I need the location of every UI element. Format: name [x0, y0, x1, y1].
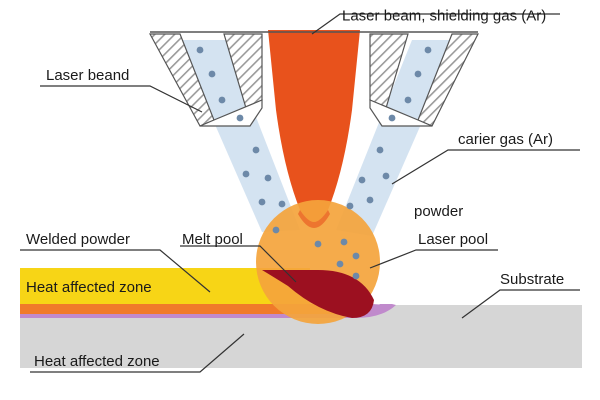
powder-dot	[236, 114, 244, 122]
label-heat-affected-zone-top: Heat affected zone	[26, 279, 152, 296]
powder-dot	[366, 196, 374, 204]
label-heat-affected-zone-bottom: Heat affected zone	[34, 353, 160, 370]
label-laser-pool: Laser pool	[418, 231, 488, 248]
powder-dot	[278, 200, 286, 208]
label-welded-powder: Welded powder	[26, 231, 130, 248]
label-laser-beam-gas: Laser beam, shielding gas (Ar)	[342, 7, 546, 24]
powder-dot	[358, 176, 366, 184]
powder-particles	[196, 46, 432, 280]
leader-laser-pool	[369, 249, 498, 269]
powder-dot	[424, 46, 432, 54]
powder-dot	[258, 198, 266, 206]
powder-dot	[242, 170, 250, 178]
leader-carrier-gas	[391, 149, 580, 185]
powder-dot	[252, 146, 260, 154]
powder-dot	[272, 226, 280, 234]
substrate	[20, 305, 582, 368]
leader-laser-beam-gas	[311, 13, 560, 35]
powder-dot	[314, 240, 322, 248]
powder-dot	[336, 260, 344, 268]
powder-dot	[414, 70, 422, 78]
powder-dot	[264, 174, 272, 182]
powder-dot	[404, 96, 412, 104]
label-powder: powder	[414, 203, 463, 220]
leader-heat-affected-zone-bottom	[30, 333, 245, 373]
powder-dot	[218, 96, 226, 104]
powder-dot	[208, 70, 216, 78]
label-substrate: Substrate	[500, 271, 564, 288]
powder-dot	[376, 146, 384, 154]
label-carrier-gas: carier gas (Ar)	[458, 131, 553, 148]
powder-dot	[340, 238, 348, 246]
nozzle-right-tip	[369, 99, 433, 127]
laser-beam	[268, 30, 360, 222]
leader-welded-powder	[20, 249, 211, 293]
heat-affected-zone-orange	[20, 304, 352, 314]
powder-dot	[388, 114, 396, 122]
powder-dot	[346, 202, 354, 210]
laser-beam-tip	[298, 210, 330, 228]
powder-dot	[196, 46, 204, 54]
powder-dot	[352, 252, 360, 260]
powder-stream-left	[178, 40, 300, 232]
label-melt-pool: Melt pool	[182, 231, 243, 248]
label-laser-beand: Laser beand	[46, 67, 129, 84]
leader-laser-beand	[40, 85, 203, 113]
leader-substrate	[461, 289, 580, 319]
nozzle-left-tip	[199, 99, 263, 127]
powder-dot	[352, 272, 360, 280]
powder-stream-right	[336, 40, 458, 236]
melt-pool	[262, 270, 374, 318]
powder-dot	[382, 172, 390, 180]
leader-melt-pool	[180, 245, 297, 283]
